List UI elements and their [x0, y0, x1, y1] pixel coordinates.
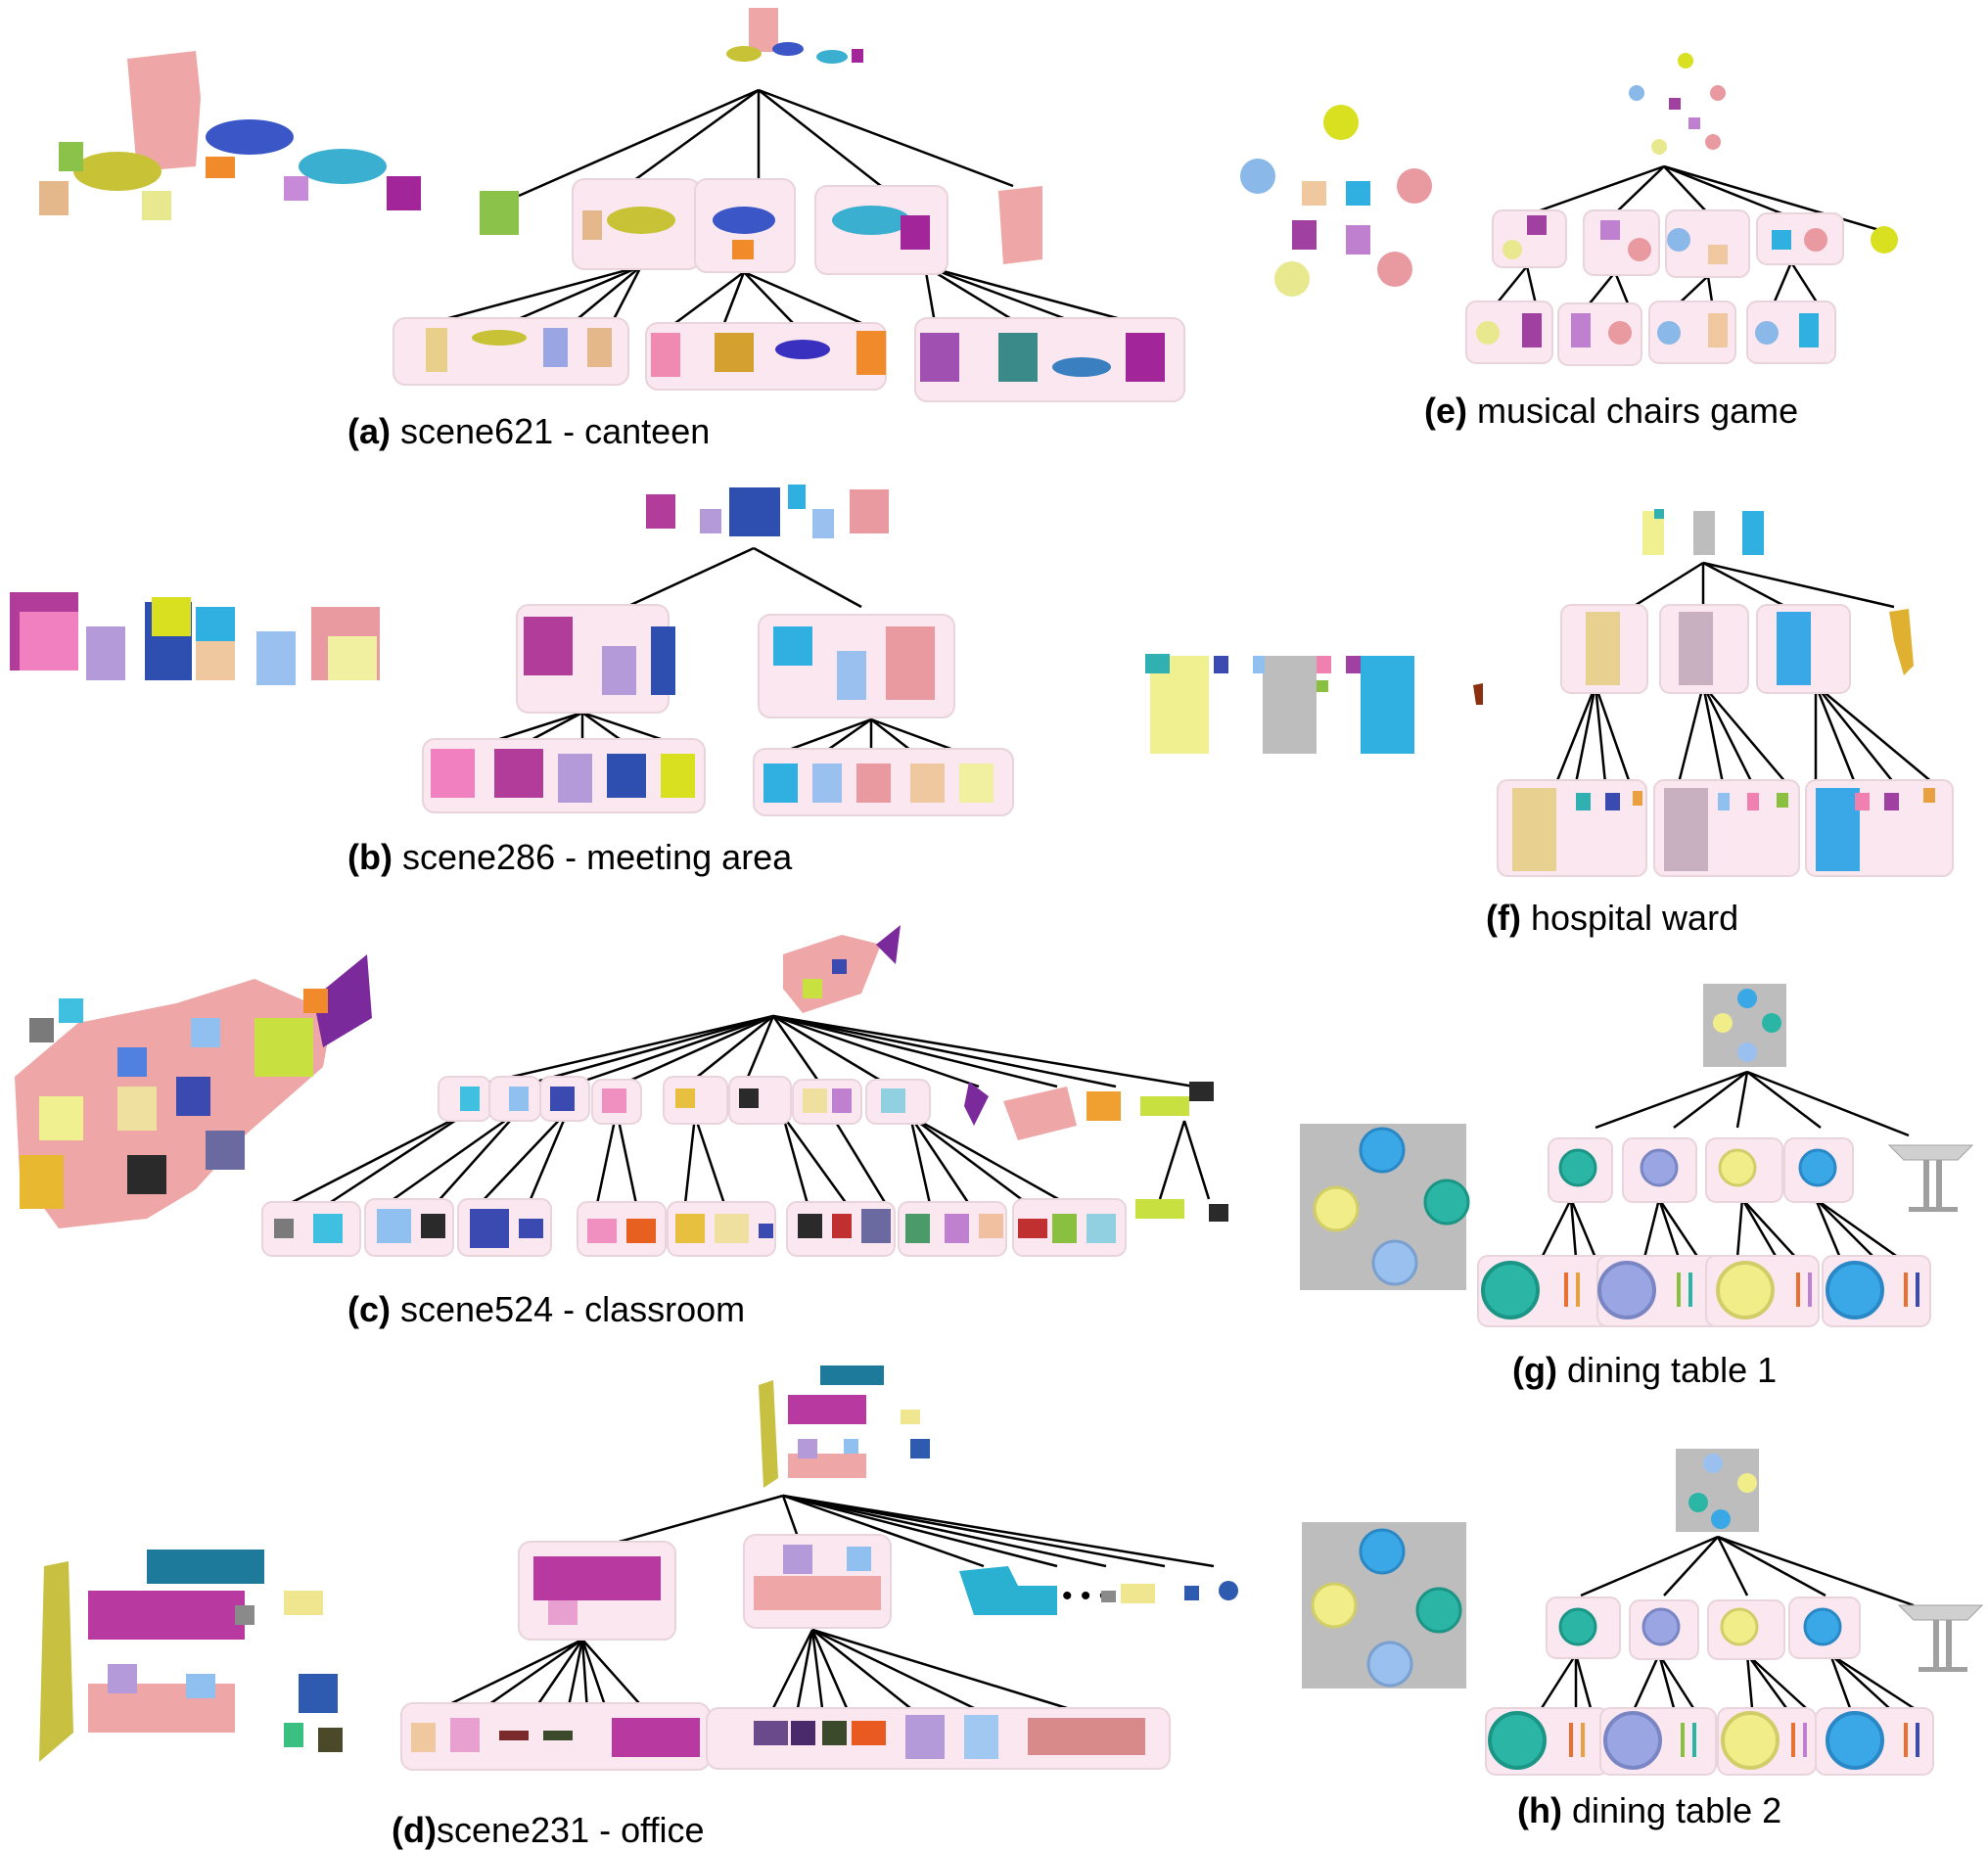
chair-icon: [142, 191, 171, 220]
root-node: [646, 485, 889, 538]
panel-f-tree: [1497, 509, 1954, 877]
panel-a-tree: [393, 8, 1185, 402]
root-node: [759, 1365, 930, 1488]
panel-g-tree: [1477, 984, 1974, 1327]
chair-icon: [387, 176, 421, 210]
panel-g-scene: [1300, 1124, 1470, 1290]
panel-c-scene: [15, 954, 372, 1228]
chair-icon: [206, 157, 235, 178]
panel-b-tree: [422, 485, 1014, 816]
tree-edges: [1540, 1535, 1915, 1710]
chair-icon: [284, 176, 308, 201]
root-node: [1629, 53, 1726, 155]
group-node: [914, 317, 1185, 402]
tree-edges: [430, 88, 1136, 325]
table-icon: [1897, 1604, 1984, 1672]
caption-b: (b) scene286 - meeting area: [347, 837, 793, 877]
root-node: [1703, 984, 1786, 1067]
pink-pillar-icon: [127, 51, 201, 171]
round-table-icon: [73, 152, 162, 191]
panel-d-scene: [39, 1550, 343, 1762]
panel-b-scene: [10, 592, 380, 685]
caption-h: (h) dining table 2: [1517, 1790, 1781, 1830]
panel-a-scene: [39, 51, 421, 220]
root-node: [1642, 509, 1764, 555]
caption-d: (d)scene231 - office: [392, 1810, 704, 1850]
tree-edges: [1540, 1070, 1910, 1260]
panel-c-tree: [261, 925, 1228, 1257]
panel-f-scene: [1145, 654, 1483, 754]
pink-pillar-icon: [998, 186, 1042, 264]
caption-g: (g) dining table 1: [1512, 1350, 1777, 1390]
group-node: [645, 322, 887, 391]
caption-e: (e) musical chairs game: [1424, 391, 1798, 431]
caption-c: (c) scene524 - classroom: [347, 1289, 745, 1329]
round-table-icon: [206, 119, 294, 155]
chair-icon: [59, 142, 83, 171]
caption-f: (f) hospital ward: [1486, 898, 1738, 938]
table-icon: [1887, 1144, 1974, 1212]
root-node: [1676, 1449, 1759, 1532]
panel-e-scene: [1240, 105, 1432, 297]
panel-d-tree: • • •: [400, 1365, 1238, 1771]
panel-e-tree: [1465, 53, 1898, 366]
tree-edges: [1554, 561, 1934, 784]
root-node: [783, 925, 901, 1013]
caption-a: (a) scene621 - canteen: [347, 411, 710, 451]
tree-edges: [288, 1014, 1211, 1206]
tree-edges: [435, 1494, 1215, 1713]
chair-icon: [480, 191, 519, 235]
round-table-icon: [299, 149, 387, 184]
panel-h-scene: [1302, 1522, 1466, 1689]
group-node: [393, 317, 629, 386]
root-node: [726, 8, 863, 64]
chair-icon: [39, 181, 69, 215]
panel-h-tree: [1485, 1449, 1984, 1776]
